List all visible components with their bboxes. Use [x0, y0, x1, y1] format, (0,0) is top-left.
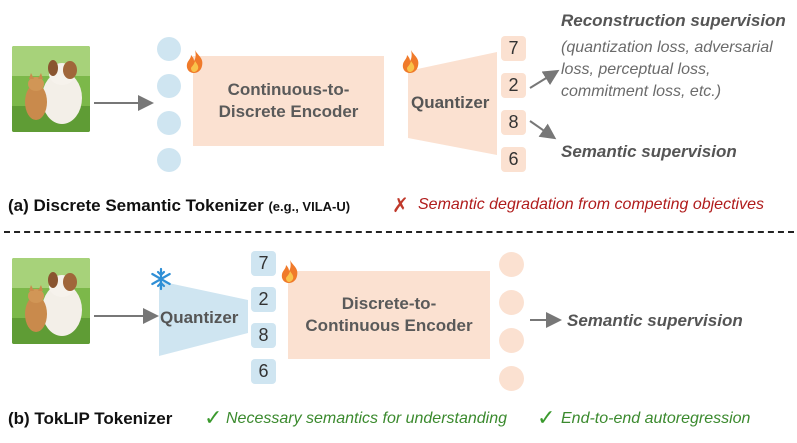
flame-icon — [186, 50, 203, 73]
feature-circle — [499, 252, 524, 277]
token-value: 7 — [508, 38, 519, 58]
arrow — [529, 120, 557, 140]
caption-b: (b) TokLIP Tokenizer — [8, 409, 173, 428]
flame-icon — [402, 50, 419, 73]
quantizer-b — [159, 281, 248, 356]
token-box: 8 — [501, 110, 526, 135]
caption-a-main: (a) Discrete Semantic Tokenizer — [8, 196, 264, 215]
token-box: 6 — [501, 147, 526, 172]
token-box: 2 — [251, 287, 276, 312]
snowflake-icon — [151, 267, 171, 291]
feature-circle — [499, 290, 524, 315]
reconstruction-supervision-title: Reconstruction supervision — [561, 11, 786, 30]
panel-divider — [4, 231, 794, 233]
token-value: 8 — [258, 325, 269, 345]
encoder-label: Discrete-to-Continuous Encoder — [305, 294, 473, 335]
token-value: 8 — [508, 112, 519, 132]
quantizer-label-b: Quantizer — [160, 308, 239, 327]
token-box: 7 — [501, 36, 526, 61]
cross-icon: ✗ — [392, 195, 409, 217]
token-box: 7 — [251, 251, 276, 276]
check-icon: ✓ — [537, 405, 556, 430]
semantic-supervision-a: Semantic supervision — [561, 142, 737, 161]
token-box: 8 — [251, 323, 276, 348]
arrow — [529, 69, 560, 89]
token-value: 6 — [508, 149, 519, 169]
token-box: 6 — [251, 359, 276, 384]
feature-circle — [499, 366, 524, 391]
token-value: 6 — [258, 361, 269, 381]
token-value: 2 — [508, 75, 519, 95]
benefit-text-1: Necessary semantics for understanding — [226, 410, 508, 427]
encoder-label: Continuous-to-Discrete Encoder — [218, 80, 359, 121]
continuous-to-discrete-encoder: Continuous-to-Discrete Encoder — [193, 56, 384, 146]
caption-a: (a) Discrete Semantic Tokenizer (e.g., V… — [8, 196, 350, 216]
feature-circle — [157, 111, 181, 135]
semantic-supervision-b: Semantic supervision — [567, 311, 743, 330]
caption-a-sub: (e.g., VILA-U) — [268, 199, 351, 214]
check-icon: ✓ — [204, 405, 223, 430]
drawback-text: Semantic degradation from competing obje… — [418, 196, 764, 213]
quantizer-a — [408, 52, 497, 155]
feature-circle — [157, 37, 181, 61]
token-value: 2 — [258, 289, 269, 309]
benefit-text-2: End-to-end autoregression — [561, 410, 751, 427]
token-box: 2 — [501, 73, 526, 98]
feature-circle — [157, 74, 181, 98]
input-image-a — [12, 46, 90, 132]
reconstruction-supervision-detail: (quantization loss, adversarial loss, pe… — [561, 39, 773, 100]
discrete-to-continuous-encoder: Discrete-to-Continuous Encoder — [288, 271, 490, 359]
feature-circle — [499, 328, 524, 353]
quantizer-label-a: Quantizer — [411, 93, 490, 112]
token-value: 7 — [258, 253, 269, 273]
input-image-b — [12, 258, 90, 344]
flame-icon — [281, 260, 298, 283]
feature-circle — [157, 148, 181, 172]
